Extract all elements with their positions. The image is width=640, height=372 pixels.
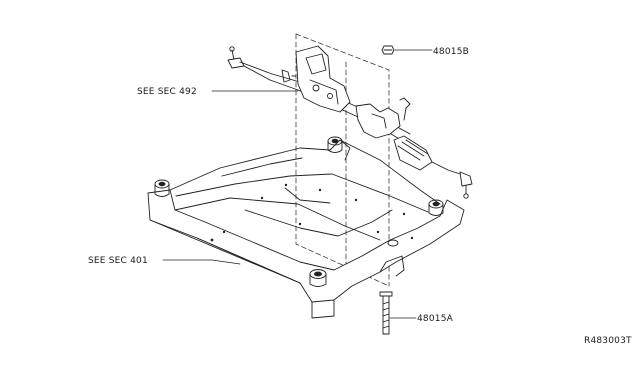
mount-bushings <box>154 136 444 287</box>
diagram-code: R483003T <box>584 336 632 346</box>
part-number-48015b: 48015B <box>433 47 470 57</box>
subframe-holes <box>210 183 414 242</box>
bolt-48015a <box>379 291 393 335</box>
steering-gear-assembly <box>269 45 433 171</box>
tie-rod-ends <box>227 46 473 199</box>
part-number-48015a: 48015A <box>417 314 453 324</box>
see-sec-401-label[interactable]: SEE SEC 401 <box>88 256 148 266</box>
leader-lines <box>162 49 433 319</box>
see-sec-492-label[interactable]: SEE SEC 492 <box>137 87 197 97</box>
nut-48015b <box>381 45 395 55</box>
front-subframe <box>147 139 465 319</box>
